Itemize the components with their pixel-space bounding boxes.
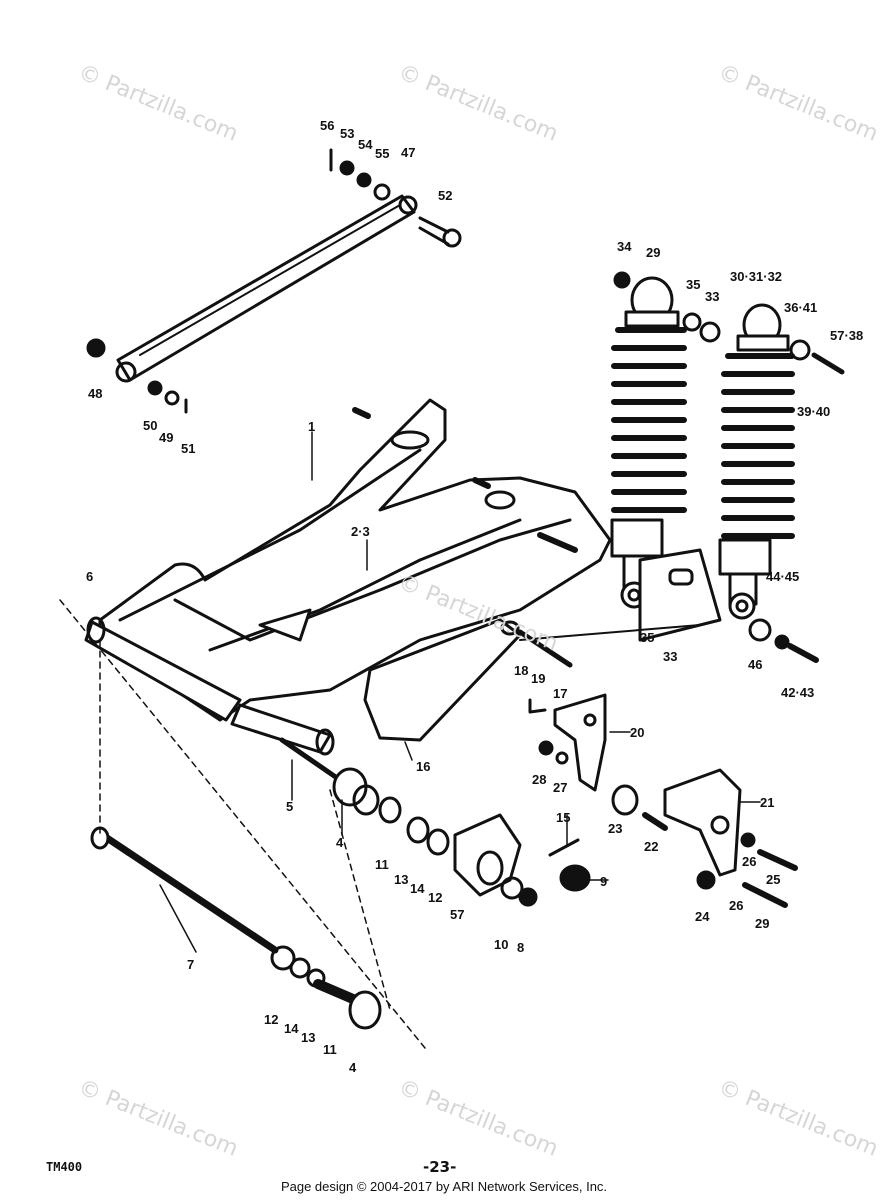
callout-label: 44·45 xyxy=(766,569,799,584)
callout-label: 24 xyxy=(695,909,710,924)
callout-label: 13 xyxy=(394,872,408,887)
callout-label: 1 xyxy=(308,419,315,434)
callout-labels: 56 53 54 55 47 52 48 50 49 51 34 29 35 3… xyxy=(86,118,863,1075)
callout-label: 29 xyxy=(646,245,660,260)
callout-label: 15 xyxy=(556,810,570,825)
callout-label: 14 xyxy=(284,1021,299,1036)
callout-label: 19 xyxy=(531,671,545,686)
callout-label: 6 xyxy=(86,569,93,584)
callout-label: 47 xyxy=(401,145,415,160)
callout-label: 42·43 xyxy=(781,685,814,700)
callout-label: 46 xyxy=(748,657,762,672)
callout-label: 30·31·32 xyxy=(730,269,782,284)
callout-label: 28 xyxy=(532,772,546,787)
callout-label: 54 xyxy=(358,137,373,152)
callout-label: 49 xyxy=(159,430,173,445)
callout-label: 53 xyxy=(340,126,354,141)
torque-link xyxy=(86,148,462,414)
callout-label: 29 xyxy=(755,916,769,931)
pivot-spacers xyxy=(332,767,538,907)
callout-label: 12 xyxy=(428,890,442,905)
callout-label: 25 xyxy=(766,872,780,887)
callout-label: 4 xyxy=(336,835,344,850)
callout-label: 14 xyxy=(410,881,425,896)
callout-label: 55 xyxy=(375,146,389,161)
callout-label: 50 xyxy=(143,418,157,433)
page-number: -23- xyxy=(423,1158,457,1176)
callout-label: 11 xyxy=(323,1042,337,1057)
callout-label: 33 xyxy=(705,289,719,304)
shock-right xyxy=(718,303,845,663)
callout-label: 35 xyxy=(686,277,700,292)
callout-label: 10 xyxy=(494,937,508,952)
callout-label: 9 xyxy=(600,874,607,889)
callout-label: 23 xyxy=(608,821,622,836)
callout-label: 7 xyxy=(187,957,194,972)
callout-label: 16 xyxy=(416,759,430,774)
callout-label: 2·3 xyxy=(351,524,370,539)
callout-label: 12 xyxy=(264,1012,278,1027)
callout-label: 18 xyxy=(514,663,528,678)
callout-label: 13 xyxy=(301,1030,315,1045)
guide-lines xyxy=(59,599,426,1049)
callout-label: 33 xyxy=(663,649,677,664)
swing-arm xyxy=(98,398,722,722)
callout-label: 4 xyxy=(349,1060,357,1075)
footer-copyright: Page design © 2004-2017 by ARI Network S… xyxy=(280,1179,608,1194)
callout-label: 52 xyxy=(438,188,452,203)
callout-label: 11 xyxy=(375,857,389,872)
callout-label: 17 xyxy=(553,686,567,701)
callout-label: 56 xyxy=(320,118,334,133)
leader-lines xyxy=(159,431,761,953)
callout-label: 39·40 xyxy=(797,404,830,419)
callout-label: 27 xyxy=(553,780,567,795)
callout-label: 26 xyxy=(729,898,743,913)
cushion-lever xyxy=(363,618,798,908)
callout-label: 51 xyxy=(181,441,195,456)
callout-label: 20 xyxy=(630,725,644,740)
callout-label: 48 xyxy=(88,386,102,401)
callout-label: 22 xyxy=(644,839,658,854)
model-code: TM400 xyxy=(46,1160,83,1174)
callout-label: 57·38 xyxy=(830,328,863,343)
pivot-tube xyxy=(84,616,343,783)
callout-label: 26 xyxy=(742,854,756,869)
callout-label: 21 xyxy=(760,795,774,810)
callout-label: 36·41 xyxy=(784,300,817,315)
callout-label: 8 xyxy=(517,940,524,955)
callout-label: 34 xyxy=(617,239,632,254)
callout-label: 5 xyxy=(286,799,293,814)
pivot-bolt xyxy=(90,826,382,1030)
callout-label: 57 xyxy=(450,907,464,922)
callout-label: 35 xyxy=(640,630,654,645)
